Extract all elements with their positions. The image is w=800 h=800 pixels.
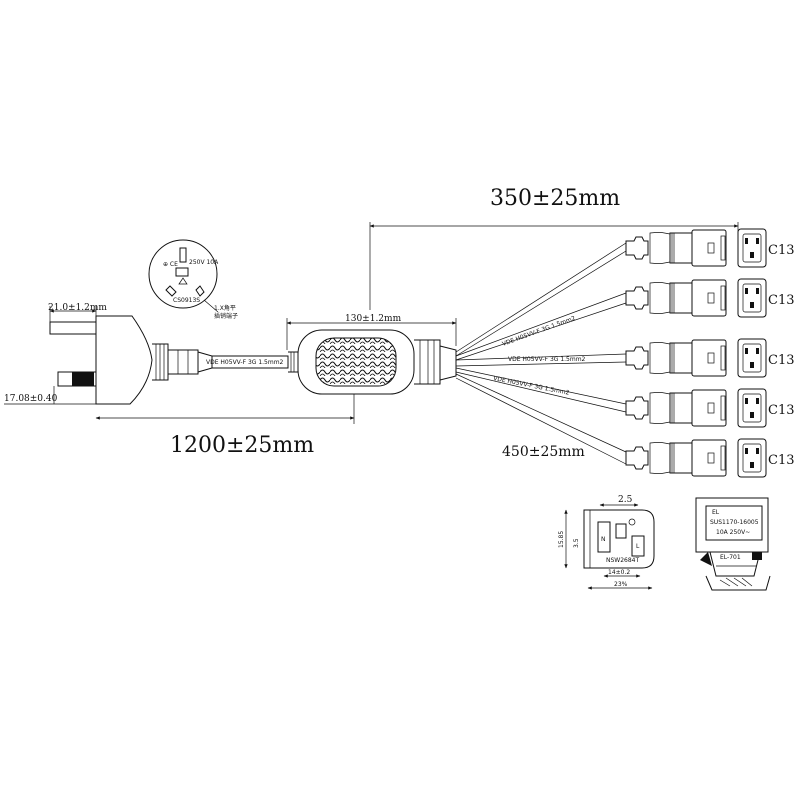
top-dimension: 350±25mm: [369, 186, 739, 310]
connector-label-5: C13: [768, 453, 795, 468]
detail-dim-bottom-2: 23%: [614, 581, 628, 588]
detail-letter-l: L: [636, 543, 640, 550]
label-line-1: SUS1170-16005: [710, 519, 759, 526]
connector-label-4: C13: [768, 403, 795, 418]
detail-dim-bottom-1: 14±0.2: [608, 569, 630, 576]
detail-model: NSW2684T: [606, 557, 639, 564]
splitter-length: 130±1.2mm: [345, 314, 402, 324]
connector-label-3: C13: [768, 353, 795, 368]
plug-pin-top-dim: 21.0±1.2mm: [48, 303, 107, 313]
detail-dim-left: 15.85: [558, 531, 565, 548]
top-length: 350±25mm: [490, 186, 620, 211]
label-line-2: 10A 250V~: [716, 529, 750, 536]
branch-1-spec: VDE H05VV-F 3G 1.5mm2: [501, 315, 576, 348]
splitter-body: [288, 329, 457, 395]
branch-dimension: 450±25mm: [502, 444, 585, 460]
label-model: EL-701: [720, 554, 741, 561]
branch-length: 450±25mm: [502, 444, 585, 460]
main-dimension: 1200±25mm: [95, 394, 355, 458]
plug-dimensions: 21.0±1.2mm 17.08±0.40: [4, 303, 107, 405]
main-cable-spec: VDE H05VV-F 3G 1.5mm2: [206, 359, 284, 366]
connector-label-2: C13: [768, 293, 795, 308]
branch-4-spec: VDE H05VV-F 3G 1.5mm2: [493, 375, 570, 397]
main-cable: VDE H05VV-F 3G 1.5mm2: [206, 355, 289, 369]
connectors: C13 C13 C13 C13 C13: [625, 228, 795, 478]
connector-label-detail: EL SUS1170-16005 10A 250V~ EL-701: [695, 497, 771, 591]
splitter-dimension: 130±1.2mm: [286, 314, 457, 350]
socket-face-inset: ⊕ CE 250V 10A CS0913S 1.X角平 插销端子: [148, 239, 238, 320]
uk-plug: [49, 315, 213, 405]
detail-dim-top: 2.5: [618, 495, 633, 505]
svg-text:1.X角平: 1.X角平: [214, 304, 236, 312]
main-length: 1200±25mm: [170, 433, 314, 458]
svg-text:插销端子: 插销端子: [214, 312, 238, 320]
socket-mark-model: CS0913S: [173, 297, 200, 304]
detail-dim-inner: 3.5: [573, 538, 580, 548]
branch-3-spec: VDE H05VV-F 3G 1.5mm2: [508, 356, 586, 363]
label-brand: EL: [712, 509, 720, 516]
connector-label-1: C13: [768, 243, 795, 258]
branch-cables: VDE H05VV-F 3G 1.5mm2 VDE H05VV-F 3G 1.5…: [455, 242, 627, 465]
plug-pin-side-dim: 17.08±0.40: [4, 394, 58, 404]
detail-letter-n: N: [601, 536, 606, 543]
connector-face-detail: 2.5 N L NSW2684T 15.85 3.5 14±0.2 23%: [558, 495, 655, 590]
socket-mark-rating: 250V 10A: [189, 259, 219, 266]
socket-mark-ce: ⊕ CE: [163, 261, 178, 268]
